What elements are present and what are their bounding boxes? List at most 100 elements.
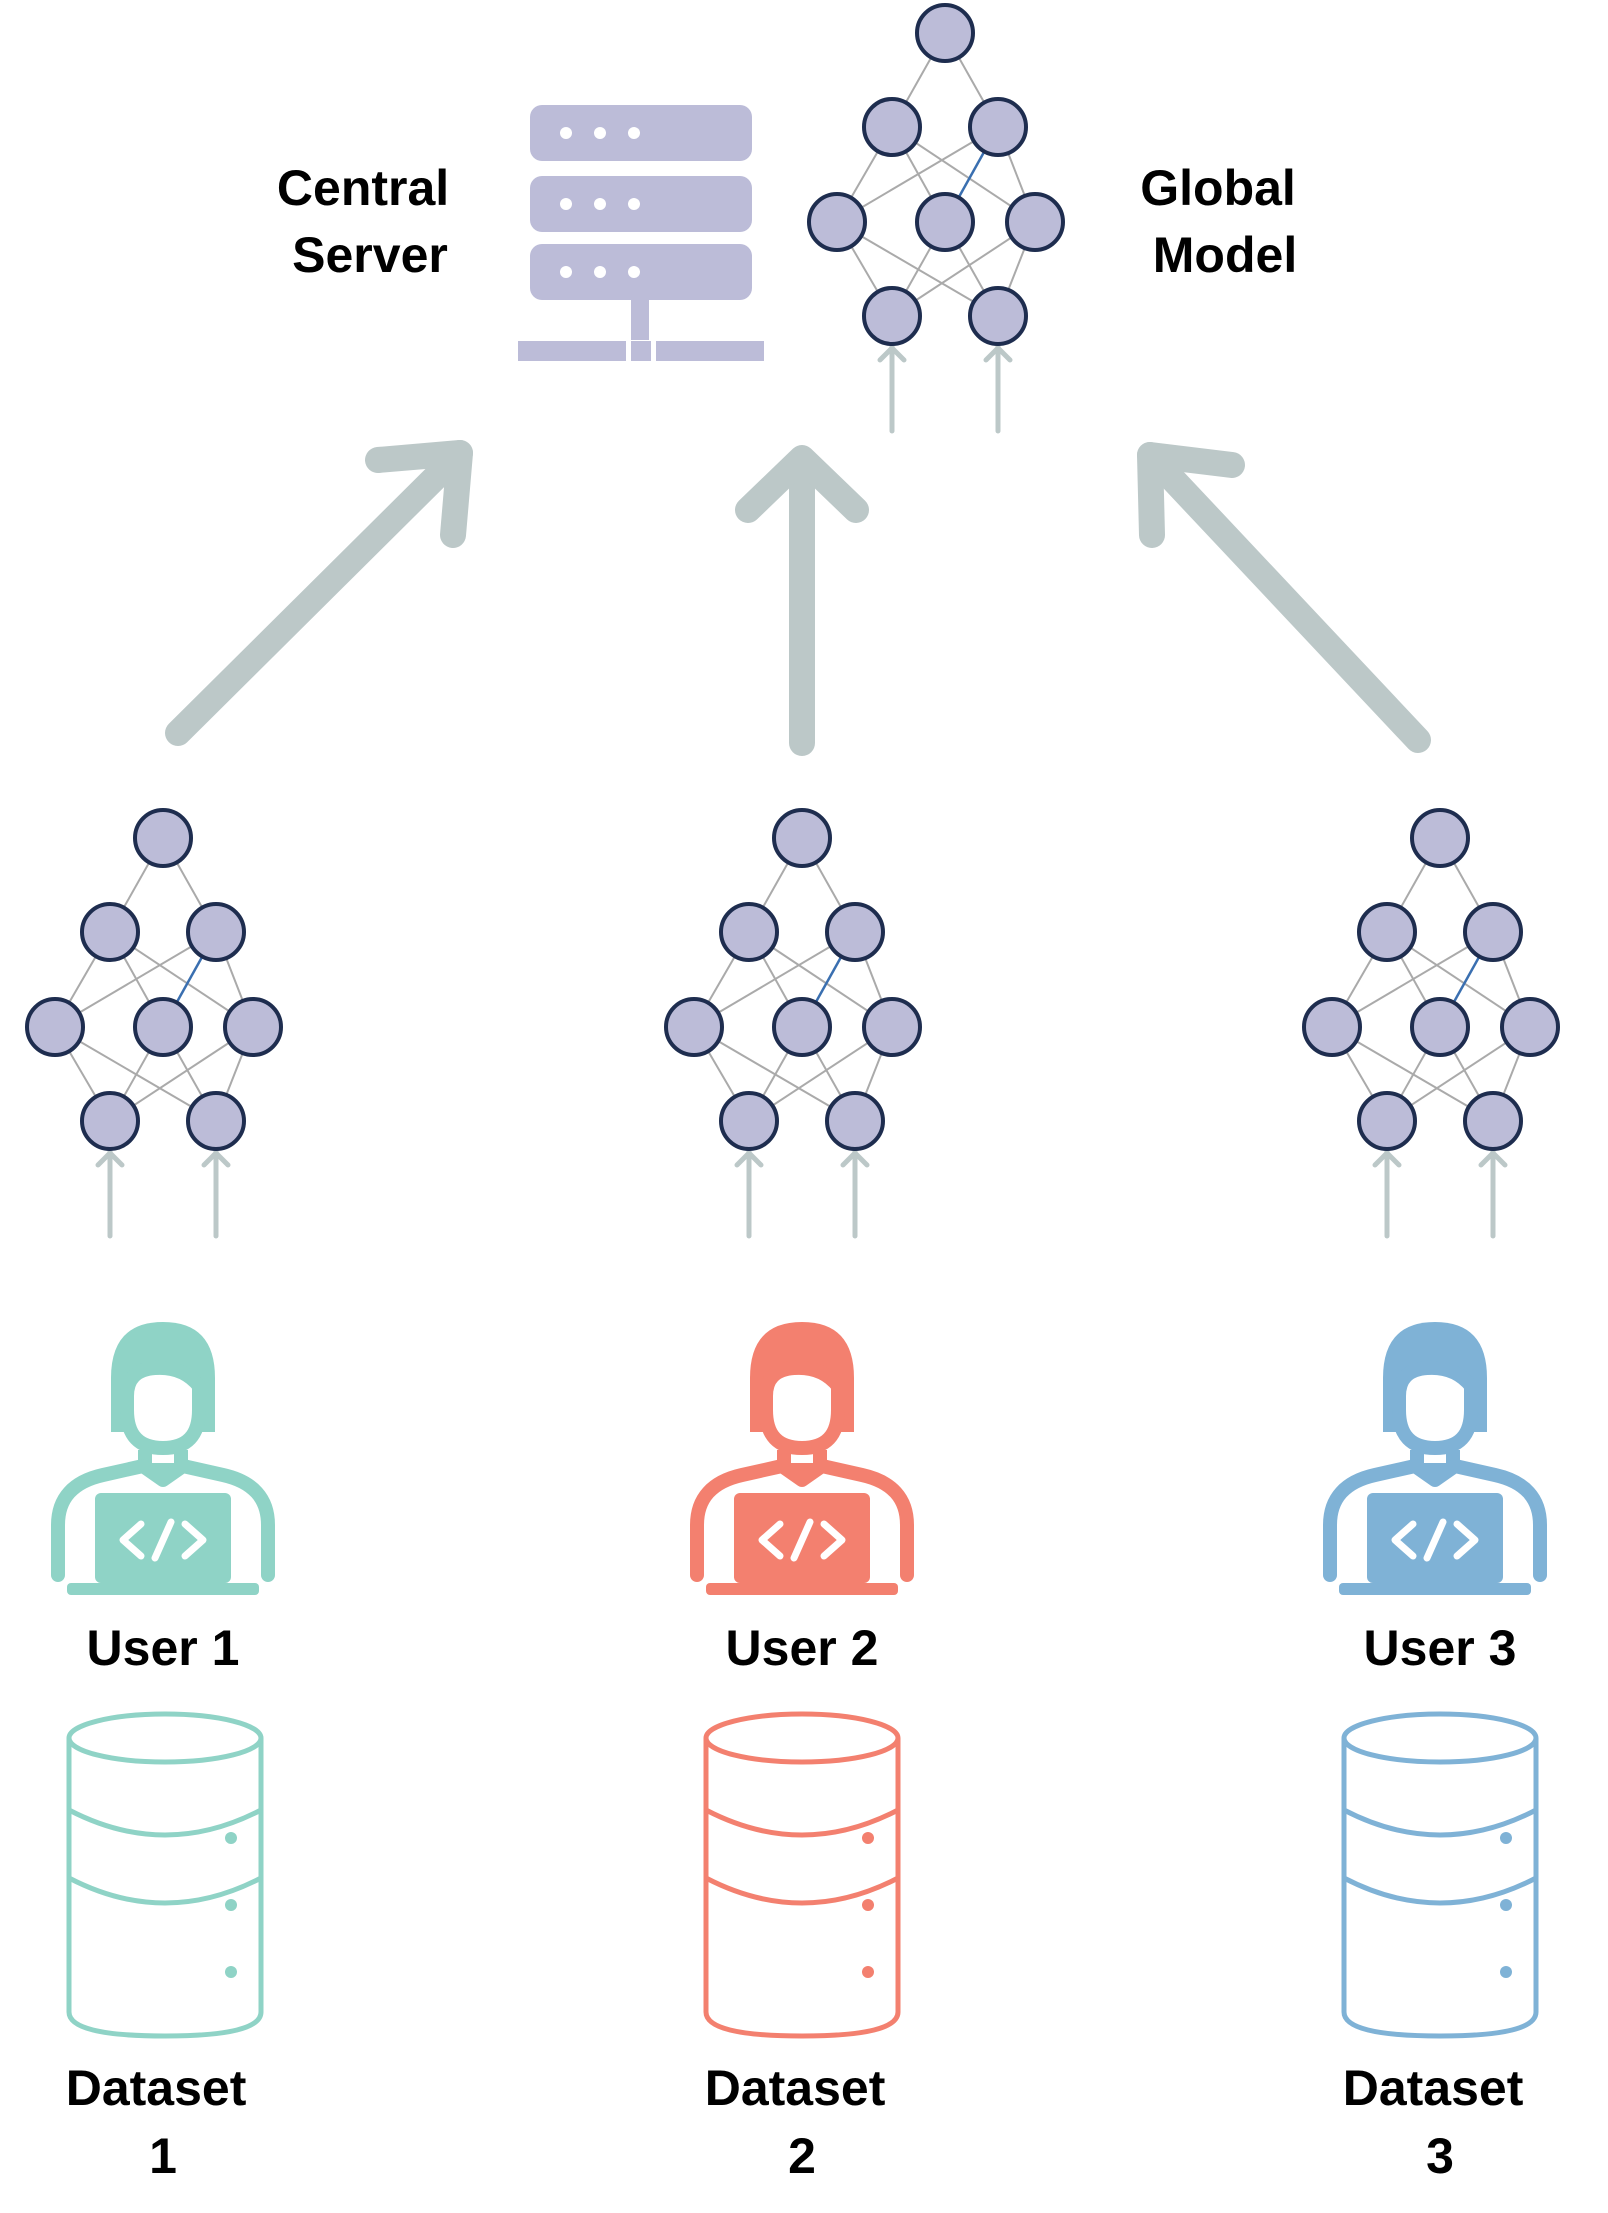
network-node xyxy=(807,192,867,252)
laptop-base-shape xyxy=(706,1583,898,1595)
network-node xyxy=(664,997,724,1057)
global-model-label-line1: Global xyxy=(1140,160,1296,216)
server-label: Central Server xyxy=(277,160,463,283)
database-led xyxy=(225,1899,237,1911)
network-node xyxy=(223,997,283,1057)
input-arrow-icon xyxy=(201,1148,231,1239)
network-node xyxy=(862,97,922,157)
user2-label: User 2 xyxy=(726,1620,879,1676)
user2-developer-icon xyxy=(690,1322,914,1595)
network-node xyxy=(133,808,193,868)
network-node xyxy=(1463,902,1523,962)
dataset2-label: Dataset 2 xyxy=(705,2060,900,2184)
database-body xyxy=(703,1738,901,2039)
dataset2-label-line1: Dataset xyxy=(705,2060,886,2116)
network-node xyxy=(719,902,779,962)
network-node xyxy=(825,902,885,962)
server-rack-icon xyxy=(518,105,764,361)
input-arrow-icon xyxy=(1372,1148,1402,1239)
database-divider xyxy=(67,1875,263,1906)
server-label-line1: Central xyxy=(277,160,449,216)
face-shape xyxy=(759,1360,845,1456)
dataset1-database-icon xyxy=(66,1711,264,2039)
user1-developer-icon xyxy=(51,1322,275,1595)
input-arrow-icon xyxy=(983,343,1013,434)
network-edges xyxy=(1331,837,1531,1122)
network-node xyxy=(186,1091,246,1151)
database-led xyxy=(1500,1899,1512,1911)
network-node xyxy=(1302,997,1362,1057)
input-arrow-icon xyxy=(877,343,907,434)
network-edges xyxy=(836,32,1036,317)
arrow-user1-to-server-icon xyxy=(165,440,473,746)
network-node xyxy=(968,97,1028,157)
database-divider xyxy=(67,1807,263,1838)
network-node xyxy=(862,997,922,1057)
code-brackets-icon xyxy=(1391,1518,1479,1562)
code-brackets-icon xyxy=(758,1518,846,1562)
arrow-user2-to-server-icon xyxy=(735,445,869,756)
user1-label: User 1 xyxy=(87,1620,240,1676)
code-brackets-icon xyxy=(119,1518,207,1562)
database-led xyxy=(862,1966,874,1978)
dataset1-label-line1: Dataset xyxy=(66,2060,247,2116)
dataset1-label-line2: 1 xyxy=(149,2128,177,2184)
dataset3-label: Dataset 3 xyxy=(1343,2060,1538,2184)
network-node xyxy=(1410,808,1470,868)
dataset3-label-line2: 3 xyxy=(1426,2128,1454,2184)
database-divider xyxy=(1342,1875,1538,1906)
network-node xyxy=(1357,1091,1417,1151)
network-node xyxy=(915,3,975,63)
dataset2-database-icon xyxy=(703,1711,901,2039)
server-label-line2: Server xyxy=(292,227,448,283)
database-top xyxy=(66,1711,264,1765)
database-divider xyxy=(704,1807,900,1838)
user3-developer-icon xyxy=(1323,1322,1547,1595)
database-divider xyxy=(1342,1807,1538,1838)
network-node xyxy=(1005,192,1065,252)
face-shape xyxy=(120,1360,206,1456)
network-node xyxy=(772,808,832,868)
network-node xyxy=(1463,1091,1523,1151)
dataset3-database-icon xyxy=(1341,1711,1539,2039)
database-led xyxy=(225,1966,237,1978)
input-arrow-icon xyxy=(95,1148,125,1239)
network-node xyxy=(772,997,832,1057)
network-node xyxy=(915,192,975,252)
database-led xyxy=(1500,1832,1512,1844)
user3-local-model-neural-network-icon xyxy=(1302,808,1560,1239)
network-edge xyxy=(1331,931,1494,1028)
network-node xyxy=(719,1091,779,1151)
network-edges xyxy=(54,837,254,1122)
network-node xyxy=(186,902,246,962)
database-divider xyxy=(704,1875,900,1906)
database-led xyxy=(225,1832,237,1844)
network-node xyxy=(80,1091,140,1151)
user1-local-model-neural-network-icon xyxy=(25,808,283,1239)
dataset1-label: Dataset 1 xyxy=(66,2060,261,2184)
network-node xyxy=(862,286,922,346)
laptop-base-shape xyxy=(67,1583,259,1595)
network-edge xyxy=(54,931,217,1028)
network-edge xyxy=(693,931,856,1028)
network-node xyxy=(80,902,140,962)
face-shape xyxy=(1392,1360,1478,1456)
network-node xyxy=(1410,997,1470,1057)
network-node xyxy=(133,997,193,1057)
dataset2-label-line2: 2 xyxy=(788,2128,816,2184)
input-arrow-icon xyxy=(734,1148,764,1239)
network-node xyxy=(1500,997,1560,1057)
database-led xyxy=(862,1899,874,1911)
global-model-neural-network-icon xyxy=(807,3,1065,434)
database-led xyxy=(862,1832,874,1844)
input-arrow-icon xyxy=(1478,1148,1508,1239)
database-top xyxy=(1341,1711,1539,1765)
network-edge xyxy=(836,126,999,223)
user2-local-model-neural-network-icon xyxy=(664,808,922,1239)
network-node xyxy=(1357,902,1417,962)
global-model-label: Global Model xyxy=(1140,160,1309,283)
network-edges xyxy=(693,837,893,1122)
database-body xyxy=(1341,1738,1539,2039)
global-model-label-line2: Model xyxy=(1153,227,1297,283)
